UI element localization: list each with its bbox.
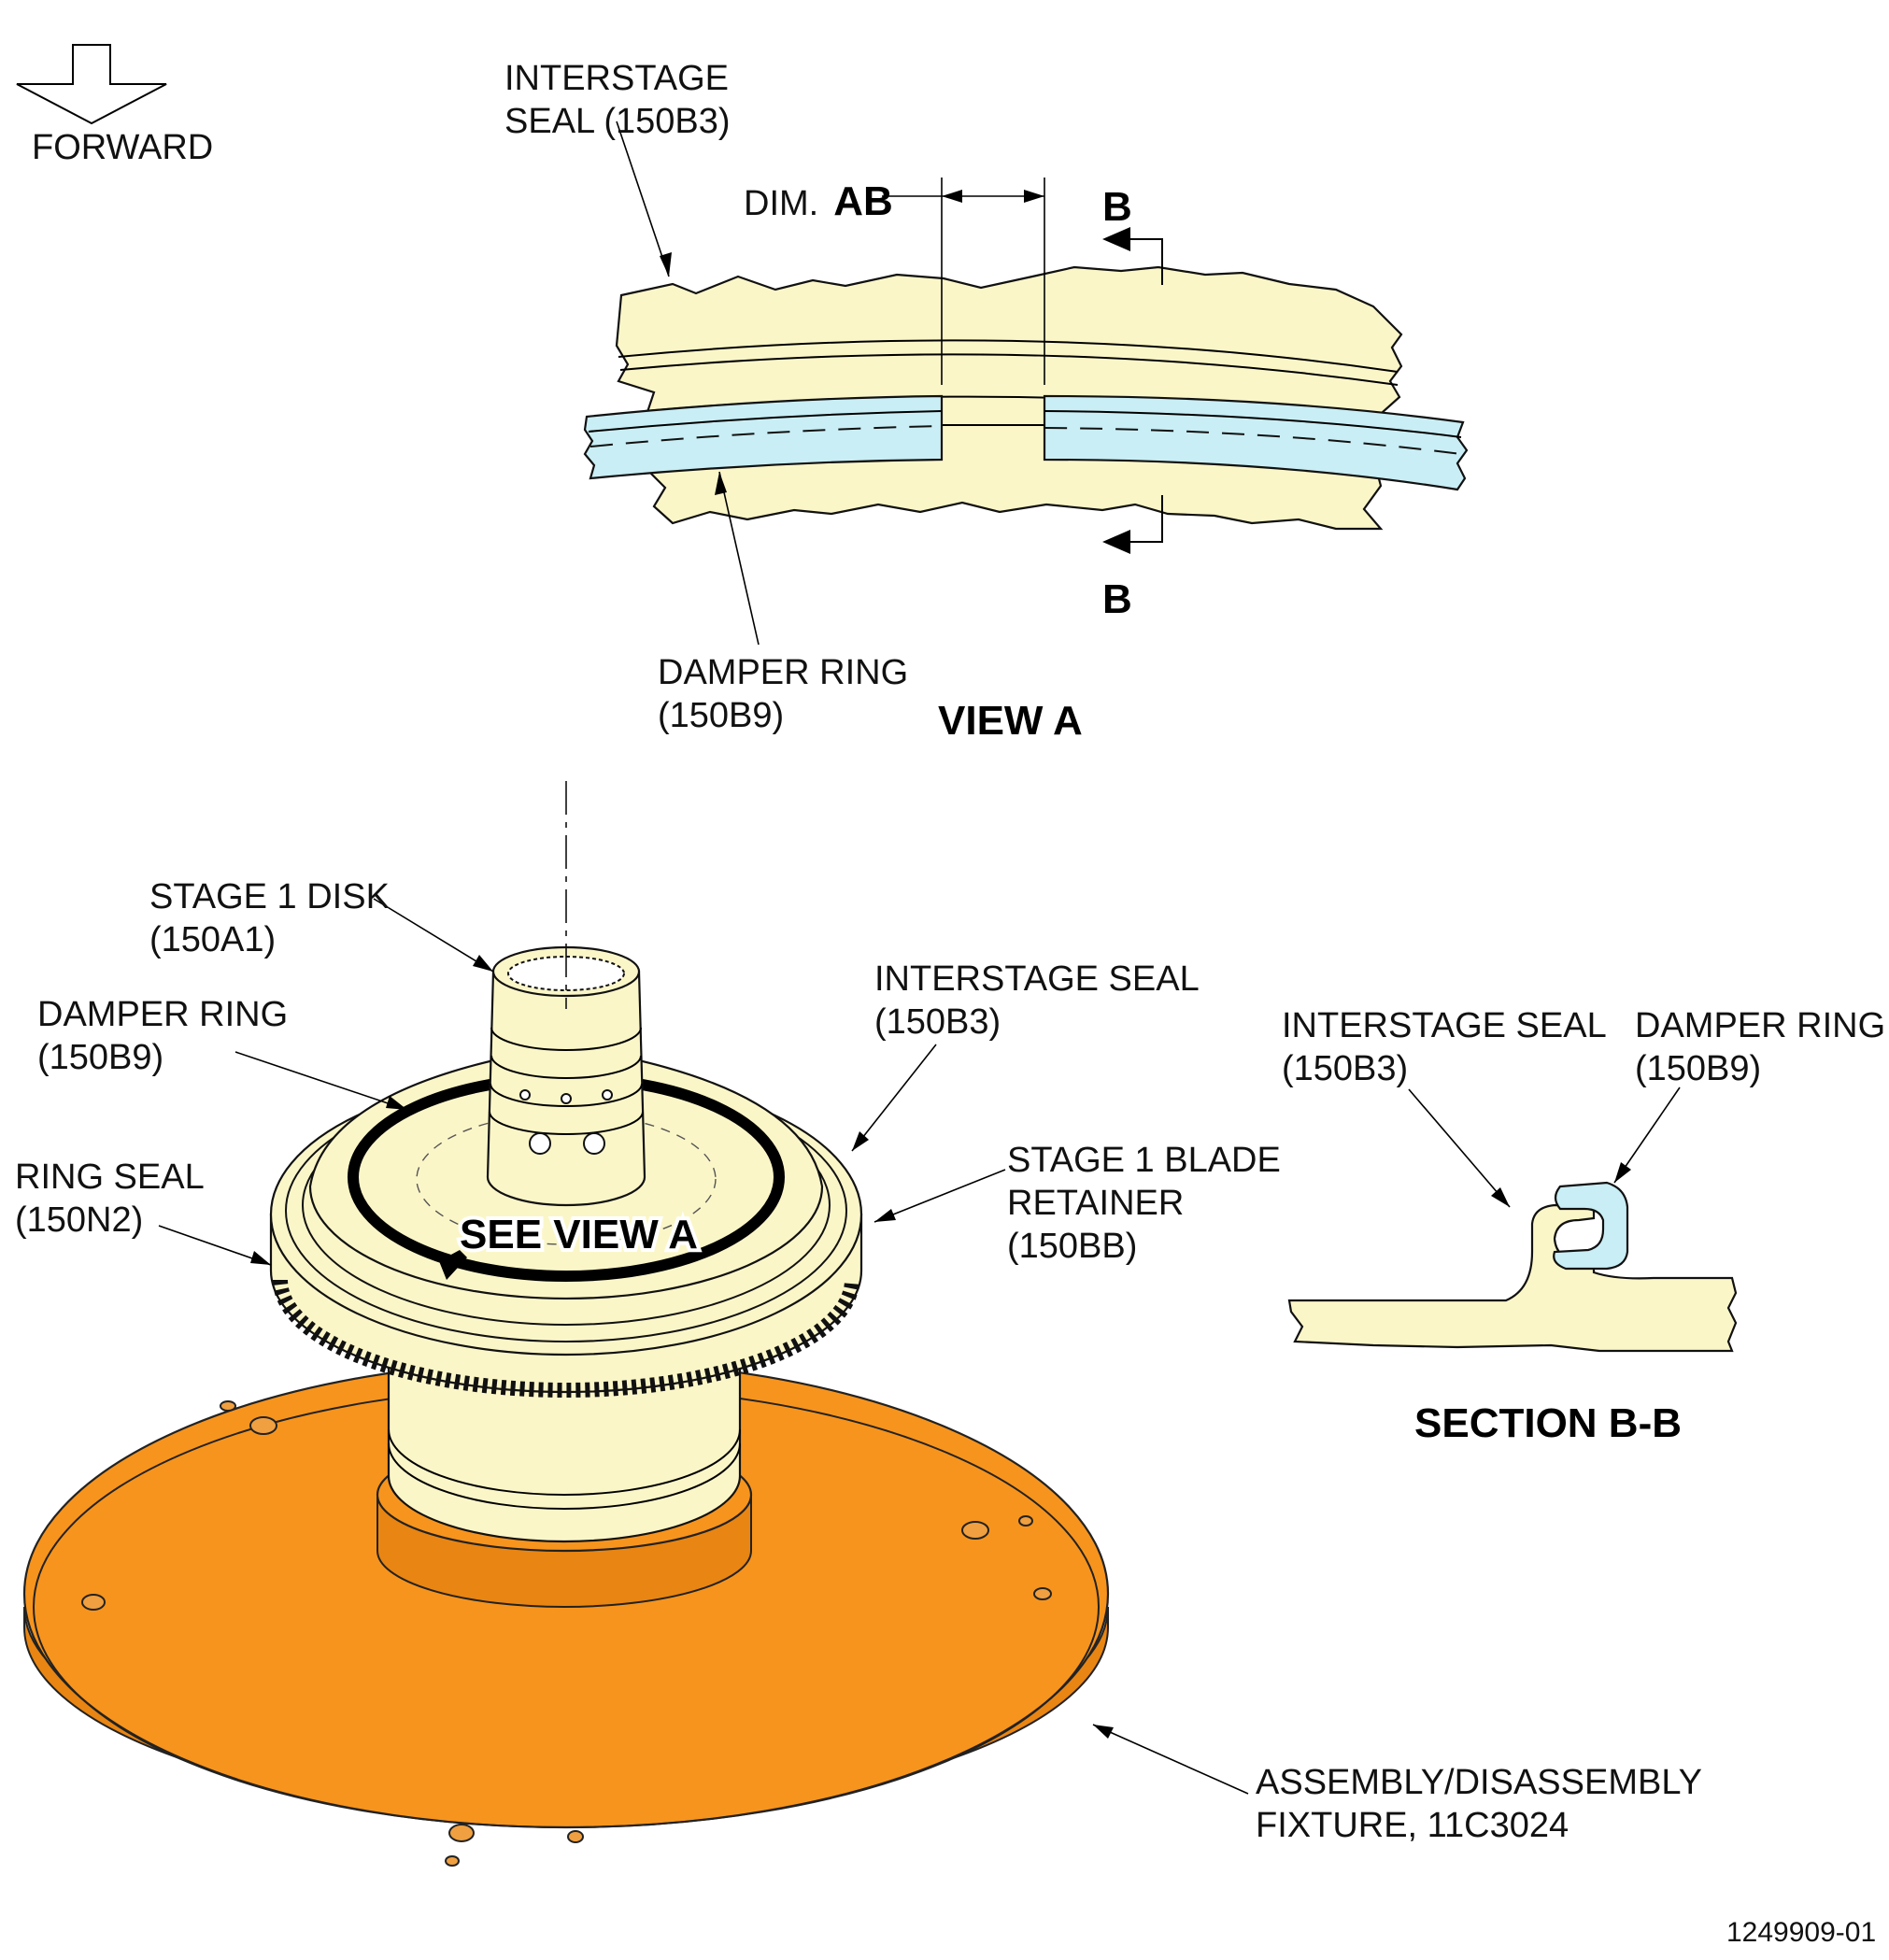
section-b-arrow-top-icon: [1102, 227, 1130, 251]
fixture-hole: [445, 1855, 460, 1867]
section-b-mark-bottom: [1121, 495, 1163, 543]
view-a-interstage-seal-label: INTERSTAGE SEAL (150B3): [504, 59, 739, 141]
main-damper-ring-leader-arrowhead: [386, 1096, 407, 1110]
fixture-leader-arrowhead: [1093, 1725, 1114, 1739]
fixture-hole: [220, 1400, 236, 1412]
stage1-disk-leader-arrowhead: [473, 955, 493, 972]
shaft-hole: [519, 1089, 531, 1101]
view-a-damper-ring-label: DAMPER RING (150B9): [658, 653, 918, 735]
section-bb-interstage-seal-label: INTERSTAGE SEAL (150B3): [1282, 1006, 1615, 1088]
stage1-disk-leader: [373, 898, 494, 973]
section-b-mark-top: [1121, 238, 1163, 285]
section-b-arrow-bottom-icon: [1102, 530, 1130, 554]
lower-hub-ring: [388, 1428, 741, 1496]
fixture-leader: [1092, 1724, 1249, 1795]
section-bb-title: SECTION B-B: [1414, 1400, 1682, 1446]
stage1-disk-label: STAGE 1 DISK (150A1): [149, 877, 400, 959]
view-a-seal-leader: [616, 121, 670, 277]
blade-retainer-label: STAGE 1 BLADE RETAINER (150BB): [1007, 1141, 1290, 1266]
view-a-damper-ring-right: [1043, 394, 1469, 491]
view-a: DIM. AB B B INTERSTAGE SEAL (150B3) DAMP…: [504, 59, 1469, 744]
section-bb-damper-ring: [1553, 1181, 1629, 1271]
lower-hub-ring: [388, 1442, 741, 1510]
figure-number: 1249909-01: [1726, 1917, 1876, 1948]
view-a-seal-leader-arrowhead: [660, 252, 672, 277]
main-damper-ring-label: DAMPER RING (150B9): [37, 995, 298, 1077]
section-bb-damper-ring-label: DAMPER RING (150B9): [1635, 1006, 1889, 1088]
forward-label: FORWARD: [32, 128, 213, 167]
section-b-label-bottom: B: [1102, 576, 1132, 622]
view-a-damper-leader: [718, 471, 760, 646]
stage1-disk-shaft: [486, 970, 646, 1207]
shaft-hole: [583, 1132, 605, 1155]
shaft-groove: [489, 1111, 644, 1135]
view-a-damper-leader-arrowhead: [715, 472, 727, 495]
view-a-damper-left-center: [589, 425, 943, 447]
view-a-seal-arc-1: [618, 339, 1399, 373]
main-damper-ring-leader: [234, 1051, 408, 1111]
view-a-interstage-seal-body: [615, 265, 1403, 531]
dim-ab-arrowhead-right: [1024, 190, 1044, 203]
section-bb-interstage-seal: [1287, 1203, 1738, 1353]
see-view-a-label: SEE VIEW A: [460, 1212, 698, 1257]
fixture-hole: [448, 1824, 475, 1842]
dim-ab-label: DIM. AB: [744, 178, 893, 224]
main-interstage-seal-leader-arrowhead: [852, 1131, 869, 1151]
view-a-title: VIEW A: [938, 698, 1083, 744]
blade-retainer-leader: [873, 1169, 1006, 1223]
fixture-hole: [567, 1830, 584, 1843]
dim-ab-arrowhead-left: [942, 190, 962, 203]
fixture-hole: [961, 1521, 989, 1540]
main-interstage-seal-leader: [851, 1044, 937, 1152]
blade-retainer-leader-arrowhead: [874, 1209, 896, 1222]
forward-indicator: FORWARD: [16, 44, 213, 167]
section-bb-seal-leader: [1408, 1088, 1511, 1208]
ring-seal-label: RING SEAL (150N2): [15, 1158, 213, 1240]
main-assembly-view: SEE VIEW A STAGE 1 DISK (150A1) DAMPER R…: [15, 781, 1711, 1867]
view-a-damper-left-inner: [588, 410, 943, 433]
section-b-b: INTERSTAGE SEAL (150B3) DAMPER RING (150…: [1282, 1006, 1889, 1446]
shaft-hole: [529, 1132, 551, 1155]
section-bb-seal-leader-arrowhead: [1491, 1187, 1510, 1207]
view-a-damper-right-center: [1044, 427, 1462, 455]
fixture-label: ASSEMBLY/DISASSEMBLY FIXTURE, 11C3024: [1256, 1763, 1711, 1845]
fixture-hole: [249, 1416, 277, 1435]
shaft-hole: [561, 1093, 572, 1104]
shaft-groove: [490, 1027, 642, 1051]
view-a-seal-arc-2: [619, 353, 1399, 386]
shaft-hole: [602, 1089, 613, 1101]
section-bb-damper-leader-arrowhead: [1614, 1162, 1631, 1183]
forward-arrow-icon: [16, 44, 167, 125]
see-view-a-arrow-icon: [439, 1250, 467, 1280]
shaft-groove: [490, 1083, 643, 1107]
view-a-damper-right-inner: [1044, 410, 1462, 438]
ring-seal-leader-arrowhead: [250, 1251, 271, 1265]
main-interstage-seal-label: INTERSTAGE SEAL (150B3): [874, 959, 1208, 1042]
shaft-groove: [490, 1055, 642, 1079]
fixture-hole: [81, 1594, 106, 1611]
section-b-label-top: B: [1102, 184, 1132, 230]
fixture-hole: [1018, 1515, 1033, 1527]
view-a-damper-ring-left: [583, 394, 944, 480]
fixture-hole: [1033, 1587, 1052, 1600]
